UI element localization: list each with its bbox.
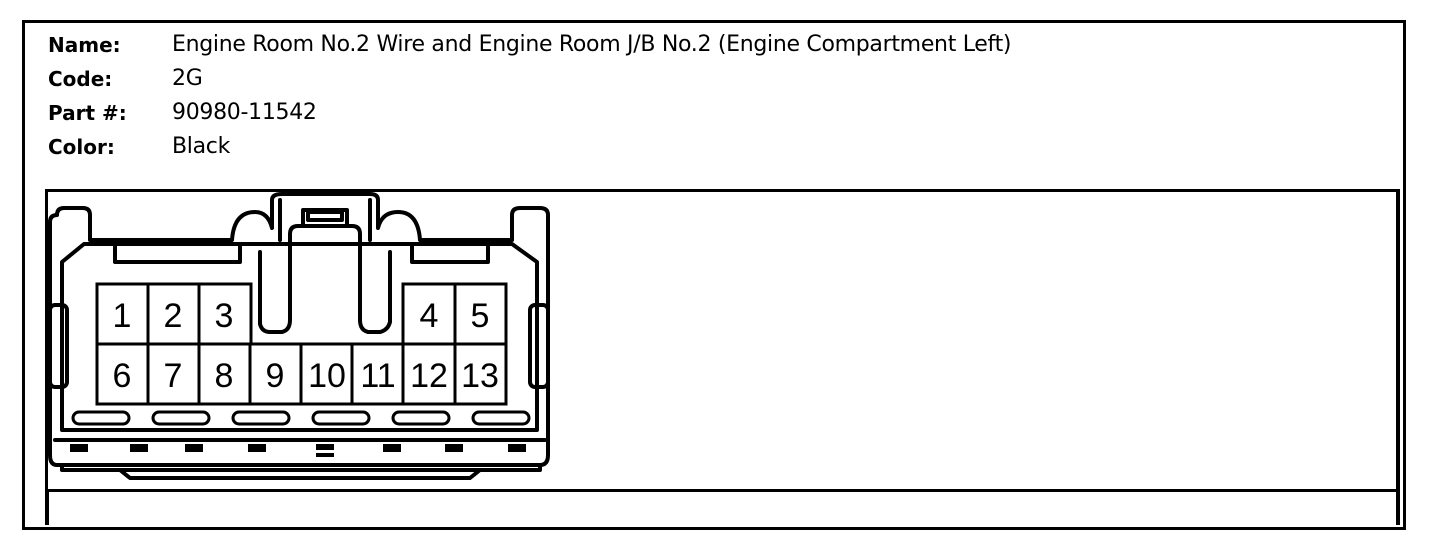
name-row: Name: Engine Room No.2 Wire and Engine R… [48,28,1011,62]
pin-label: 8 [215,357,234,395]
part-value: 90980-11542 [172,100,317,125]
pin-label: 13 [461,357,499,395]
pin-label: 12 [410,357,448,395]
name-value: Engine Room No.2 Wire and Engine Room J/… [172,32,1012,57]
connector-info-frame [22,20,1406,530]
code-value: 2G [172,66,203,91]
part-label: Part #: [48,101,127,125]
pin-label: 9 [266,357,285,395]
color-label: Color: [48,135,115,159]
pin-grid [95,282,508,406]
pin-label: 5 [471,297,490,335]
connector-info: Name: Engine Room No.2 Wire and Engine R… [48,28,1011,164]
code-label: Code: [48,67,113,91]
part-row: Part #: 90980-11542 [48,96,1011,130]
bottom-notches [70,444,526,457]
bottom-divider-left [45,492,49,525]
pin-label: 6 [113,357,132,395]
pin-label: 1 [113,297,132,335]
pin-label: 3 [215,297,234,335]
color-row: Color: Black [48,130,1011,164]
pin-label: 2 [164,297,183,335]
pin-label: 11 [360,357,395,395]
pin-label: 10 [308,357,346,395]
color-value: Black [172,134,231,159]
pin-label: 4 [420,297,439,335]
name-label: Name: [48,33,121,57]
code-row: Code: 2G [48,62,1011,96]
connector-housing [48,192,550,480]
bottom-divider-right [1396,492,1400,525]
connector-diagram-panel [45,189,1400,492]
terminal-slots [71,410,531,426]
pin-label: 7 [164,357,183,395]
